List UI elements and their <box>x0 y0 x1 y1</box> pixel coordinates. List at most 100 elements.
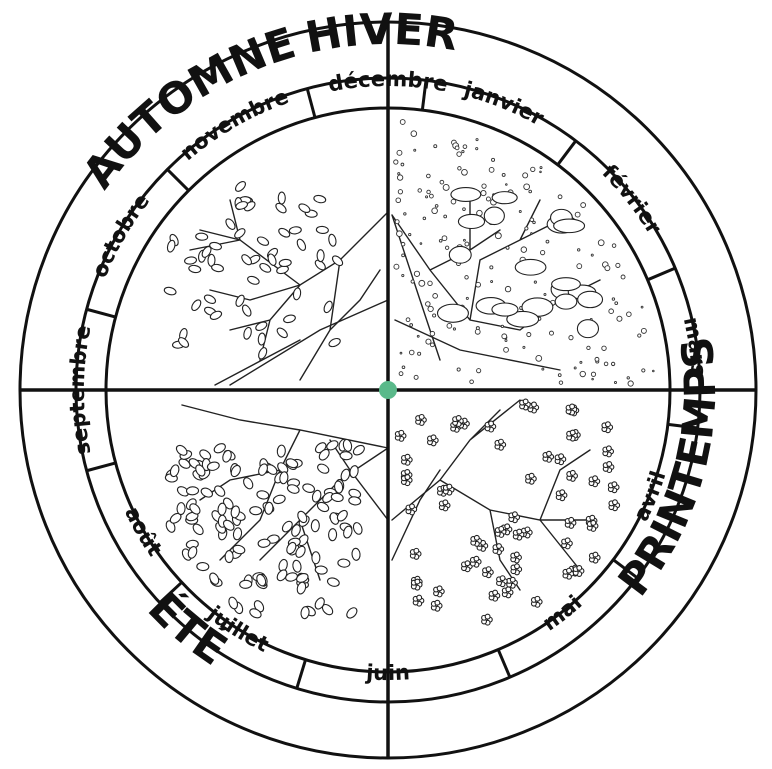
snowflake <box>504 347 509 352</box>
blossom <box>511 552 522 563</box>
leaf <box>225 550 233 562</box>
leaf <box>349 465 359 478</box>
snowflake <box>432 208 438 214</box>
month-label-1: février <box>598 160 667 239</box>
snowflake <box>592 378 594 380</box>
snowflake <box>544 293 546 295</box>
snowflake <box>470 380 474 384</box>
snowflake <box>440 180 444 184</box>
leaf <box>272 494 286 505</box>
snowflake <box>398 190 402 194</box>
leaf <box>340 451 353 460</box>
blossom <box>416 414 427 425</box>
snowflake <box>409 233 411 235</box>
leaf <box>279 259 292 267</box>
blossom <box>509 512 520 523</box>
snowflake <box>463 145 467 149</box>
snow-clump <box>552 278 581 291</box>
snowflake <box>433 314 436 317</box>
blossom <box>482 614 493 625</box>
snowflake <box>540 250 544 254</box>
snow-clump <box>578 291 603 307</box>
snowflake <box>587 346 590 349</box>
snowflake <box>531 167 535 171</box>
snowflake <box>399 372 403 376</box>
leaf <box>312 552 320 564</box>
blossom <box>511 564 522 575</box>
snowflake <box>525 227 528 230</box>
blossom <box>395 430 406 441</box>
leaf <box>296 238 308 252</box>
blossom <box>608 482 619 493</box>
snowflake <box>476 139 478 141</box>
snowflake <box>429 194 433 198</box>
snowflake <box>409 350 414 355</box>
leaf <box>274 202 288 215</box>
snowflake <box>481 190 486 195</box>
snowflake <box>569 336 573 340</box>
month-divider <box>307 89 315 118</box>
snowflake <box>395 220 399 224</box>
blossom <box>526 473 537 484</box>
snowflake <box>428 306 433 311</box>
snowflake <box>430 343 434 347</box>
snowflake <box>402 274 404 276</box>
snowflake <box>453 328 455 330</box>
month-divider <box>498 650 510 678</box>
snowflake <box>616 263 620 267</box>
snow-clump <box>458 214 484 228</box>
snowflake <box>501 325 503 327</box>
snowflake <box>458 167 461 170</box>
snowflake <box>627 377 629 379</box>
snowflake <box>641 306 643 308</box>
month-divider <box>87 309 116 317</box>
blossom <box>431 600 442 611</box>
leaf <box>197 562 209 571</box>
blossom <box>443 484 454 495</box>
leaf <box>275 326 289 339</box>
snowflake <box>581 203 586 208</box>
snow-clump <box>484 207 504 224</box>
snowflake <box>482 184 486 188</box>
leaf <box>293 287 302 300</box>
snowflake <box>577 264 582 269</box>
snowflake <box>628 381 633 386</box>
snowflake <box>530 218 534 222</box>
snowflake <box>653 370 655 372</box>
blossom <box>531 596 542 607</box>
season-label-hiver: HIVER <box>302 5 462 64</box>
snowflake <box>491 281 493 283</box>
blossom <box>497 576 508 587</box>
leaf <box>188 265 201 274</box>
snowflake <box>546 240 549 243</box>
snowflake <box>527 332 531 336</box>
snowflake <box>462 169 468 175</box>
snowflake <box>519 210 521 212</box>
leaf <box>300 606 310 619</box>
snowflake <box>396 198 401 203</box>
snowflake <box>534 281 536 283</box>
snowflake <box>506 246 509 249</box>
blossom <box>502 587 513 598</box>
snowflake <box>430 331 435 336</box>
snowflake <box>401 163 404 166</box>
leaf <box>195 233 208 241</box>
snowflake <box>462 150 464 152</box>
leaf <box>213 484 227 498</box>
leaf <box>278 192 285 204</box>
leaf <box>243 327 253 340</box>
snowflake <box>420 243 422 245</box>
blossom <box>603 462 614 473</box>
leaf <box>311 520 319 532</box>
blossom <box>555 454 566 465</box>
leaf <box>241 304 253 318</box>
snowflake <box>577 249 579 251</box>
snowflake <box>558 195 562 199</box>
snowflake <box>476 282 481 287</box>
snowflake <box>455 146 459 150</box>
leaf <box>331 254 345 267</box>
blossom <box>428 435 439 446</box>
leaf <box>184 256 197 265</box>
snowflake <box>426 196 428 198</box>
